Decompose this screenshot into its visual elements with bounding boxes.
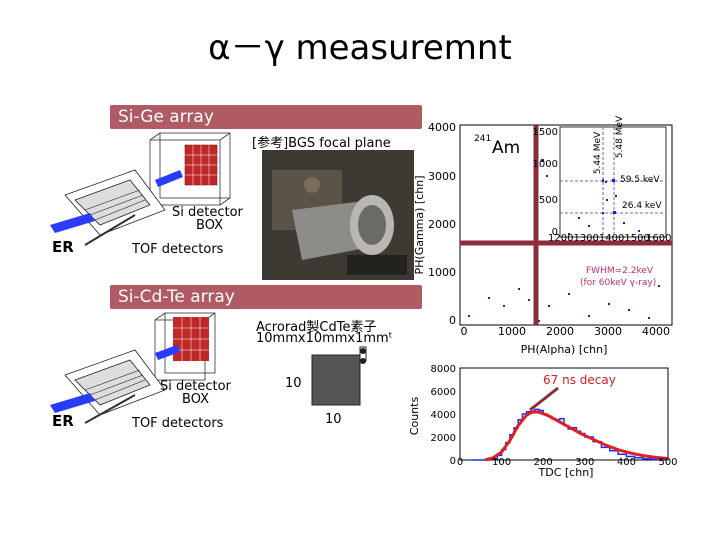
ytick-0: 0	[449, 314, 456, 327]
peak-26keV-label: 26.4 keV	[622, 201, 662, 211]
si-detector-label: Si detector	[172, 205, 243, 220]
tdc-xtick-400: 400	[617, 457, 636, 468]
xtick-1000: 1000	[498, 325, 526, 338]
inset-xticks: 1200130014001500	[548, 233, 650, 244]
tdc-ytick-4000: 4000	[431, 410, 456, 421]
cdte-tof-detectors-label: TOF detectors	[132, 416, 224, 431]
si-cdte-detector-diagram	[50, 312, 216, 424]
line-5-44-label: 5.44 MeV	[593, 131, 603, 174]
tdc-histogram-chart: 67 ns decay Counts TDC [chn] 0 100 200 300 4…	[408, 364, 678, 479]
setup-photo-drawing	[262, 150, 414, 280]
ytick-3000: 3000	[428, 170, 456, 183]
xtick-0: 0	[461, 325, 468, 338]
ytick-2000: 2000	[428, 218, 456, 231]
tof-detectors-label: TOF detectors	[132, 242, 224, 257]
peak-59keV-label: 59.5 keV	[620, 175, 660, 185]
inset-ytick-0: 0	[552, 227, 558, 238]
yaxis-title: PH(Gamma) [chn]	[413, 176, 426, 275]
tdc-xtick-500: 500	[658, 457, 677, 468]
ph-scatter-plot: 4000 3000 2000 1000 0 0 1000 2000 3000 4…	[413, 115, 673, 356]
inset-ytick-500: 500	[539, 195, 558, 206]
cdte-crystal-size: 10mmx10mmx1mmᵗ	[256, 331, 393, 346]
setup-photo	[262, 150, 414, 280]
tdc-ytick-8000: 8000	[431, 364, 456, 375]
fwhm-note: (for 60keV γ-ray)	[580, 278, 656, 288]
decay-annotation: 67 ns decay	[543, 373, 616, 387]
inset-xtick-end: 1600	[646, 233, 671, 244]
tdc-xaxis-title: TDC [chn]	[538, 466, 594, 479]
tdc-xtick-0: 0	[457, 457, 463, 468]
am-label: Am	[492, 138, 520, 158]
xtick-2000: 2000	[546, 325, 574, 338]
tdc-xtick-200: 200	[534, 457, 553, 468]
si-cdte-array-banner: Si-Cd-Te array	[110, 285, 422, 309]
tdc-ytick-0: 0	[450, 456, 456, 467]
xtick-4000: 4000	[642, 325, 670, 338]
si-ge-array-label: Si-Ge array	[118, 107, 214, 127]
xaxis-title: PH(Alpha) [chn]	[521, 343, 608, 356]
am-mass-number: 241	[474, 134, 491, 144]
inset-ytick-1000: 1000	[533, 159, 558, 170]
tdc-xtick-100: 100	[492, 457, 511, 468]
si-ge-array-banner: Si-Ge array	[110, 105, 422, 129]
page-title: α－γ measuremnt	[208, 28, 512, 68]
line-5-48-label: 5.48 MeV	[615, 115, 625, 158]
cdte-element-diagram	[311, 346, 367, 406]
dim-horizontal-label: 10	[325, 412, 342, 427]
cdte-er-label: ER	[52, 412, 74, 430]
cdte-crystal-label: Acrorad製CdTe素子	[256, 320, 377, 335]
si-ge-detector-diagram	[50, 132, 231, 246]
decay-arrow	[529, 386, 559, 412]
fwhm-label: FWHM=2.2keV	[586, 266, 654, 276]
xtick-3000: 3000	[594, 325, 622, 338]
si-cdte-array-label: Si-Cd-Te array	[118, 287, 235, 307]
ref-focal-plane-label: [参考]BGS focal plane	[252, 136, 391, 151]
ytick-1000: 1000	[428, 266, 456, 279]
tdc-xtick-300: 300	[575, 457, 594, 468]
er-label: ER	[52, 238, 74, 256]
fit-curve-series	[484, 410, 669, 462]
tdc-ytick-6000: 6000	[431, 387, 456, 398]
box-label: BOX	[196, 218, 223, 233]
tdc-yaxis-title: Counts	[408, 397, 421, 436]
dim-vertical-label: 10	[285, 376, 302, 391]
ytick-4000: 4000	[428, 121, 456, 134]
cdte-si-detector-label: Si detector	[160, 379, 231, 394]
tdc-plot-frame	[459, 367, 669, 461]
cdte-box-label: BOX	[182, 392, 209, 407]
tdc-ytick-2000: 2000	[431, 433, 456, 444]
inset-ytick-1500: 1500	[533, 127, 558, 138]
